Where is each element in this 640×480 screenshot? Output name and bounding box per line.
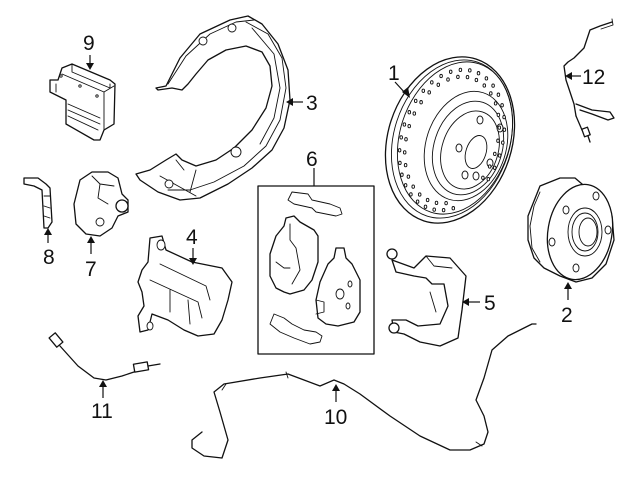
callout-4[interactable]: 4 bbox=[186, 226, 198, 249]
drill-hole bbox=[403, 162, 408, 168]
drill-hole bbox=[398, 160, 402, 166]
drill-hole bbox=[406, 174, 411, 179]
drill-hole bbox=[441, 207, 446, 213]
drill-hole bbox=[432, 207, 436, 212]
drill-hole bbox=[419, 100, 423, 105]
drill-hole bbox=[476, 71, 481, 76]
drill-hole bbox=[423, 204, 428, 209]
drill-hole bbox=[421, 88, 426, 93]
drill-hole bbox=[502, 114, 506, 120]
drill-hole bbox=[407, 110, 412, 115]
drill-hole bbox=[413, 98, 418, 104]
drill-hole bbox=[400, 172, 404, 177]
callout-11[interactable]: 11 bbox=[91, 400, 113, 423]
part-7-parking-actuator[interactable] bbox=[73, 171, 129, 237]
drill-hole bbox=[497, 125, 502, 130]
callout-12[interactable]: 12 bbox=[582, 66, 605, 89]
drill-hole bbox=[439, 73, 443, 79]
drill-hole bbox=[399, 135, 403, 140]
drill-hole bbox=[497, 153, 502, 158]
callout-1[interactable]: 1 bbox=[388, 62, 400, 85]
drill-hole bbox=[411, 184, 415, 189]
callout-labels: 9 3 1 12 6 8 7 4 5 2 11 10 bbox=[43, 32, 605, 429]
drill-hole bbox=[425, 197, 430, 203]
drill-hole bbox=[493, 151, 497, 157]
drill-hole bbox=[427, 90, 431, 95]
drill-hole bbox=[397, 148, 402, 153]
drill-hole bbox=[468, 68, 472, 73]
drill-hole bbox=[409, 192, 413, 197]
part-6-brake-pad-set[interactable] bbox=[257, 185, 375, 355]
drill-hole bbox=[458, 67, 463, 73]
callout-3[interactable]: 3 bbox=[306, 92, 318, 115]
part-5-caliper-bracket[interactable] bbox=[386, 248, 467, 347]
part-10-abs-sensor-wire[interactable] bbox=[191, 323, 537, 459]
part-12-wear-sensor[interactable] bbox=[563, 18, 615, 143]
callout-10[interactable]: 10 bbox=[324, 406, 347, 429]
drill-hole bbox=[496, 138, 500, 143]
drill-hole bbox=[430, 80, 434, 85]
drill-hole bbox=[402, 122, 407, 127]
callout-2[interactable]: 2 bbox=[561, 304, 573, 327]
drill-hole bbox=[484, 76, 489, 81]
drill-hole bbox=[456, 74, 460, 80]
drill-hole bbox=[465, 74, 470, 80]
part-1-brake-rotor[interactable] bbox=[365, 40, 535, 240]
drill-hole bbox=[501, 140, 505, 145]
part-2-wheel-hub[interactable] bbox=[527, 177, 620, 285]
drill-hole bbox=[451, 206, 456, 211]
drill-hole bbox=[412, 111, 417, 116]
drill-hole bbox=[434, 200, 439, 206]
drill-hole bbox=[415, 199, 420, 204]
drill-hole bbox=[500, 103, 504, 108]
leader-lines bbox=[44, 55, 581, 402]
part-8-bracket[interactable] bbox=[23, 177, 53, 229]
callout-7[interactable]: 7 bbox=[85, 258, 97, 281]
drill-hole bbox=[436, 82, 441, 87]
part-4-brake-caliper[interactable] bbox=[137, 235, 233, 337]
rotor-drill-holes bbox=[397, 67, 507, 213]
drill-hole bbox=[486, 176, 491, 182]
drill-hole bbox=[502, 127, 507, 132]
callout-8[interactable]: 8 bbox=[43, 246, 55, 269]
drill-hole bbox=[492, 165, 497, 170]
callout-5[interactable]: 5 bbox=[484, 292, 496, 315]
drill-hole bbox=[481, 175, 485, 180]
drill-hole bbox=[446, 77, 450, 82]
drill-hole bbox=[496, 112, 501, 118]
drill-hole bbox=[403, 183, 408, 188]
part-11-pad-wear-sensor[interactable] bbox=[48, 332, 161, 381]
drill-hole bbox=[448, 69, 453, 74]
callout-6[interactable]: 6 bbox=[306, 148, 318, 171]
drill-hole bbox=[482, 83, 487, 88]
drill-hole bbox=[489, 91, 493, 96]
drill-hole bbox=[407, 123, 411, 129]
drill-hole bbox=[491, 83, 495, 88]
part-9-control-module[interactable] bbox=[49, 63, 116, 141]
callout-9[interactable]: 9 bbox=[83, 32, 95, 55]
drill-hole bbox=[493, 101, 498, 106]
drill-hole bbox=[487, 164, 492, 169]
drill-hole bbox=[474, 77, 479, 83]
drill-hole bbox=[496, 92, 501, 97]
drill-hole bbox=[417, 192, 422, 197]
drill-hole bbox=[444, 200, 448, 206]
drill-hole bbox=[402, 150, 407, 155]
part-3-splash-shield[interactable] bbox=[135, 15, 291, 201]
drill-hole bbox=[404, 137, 408, 142]
